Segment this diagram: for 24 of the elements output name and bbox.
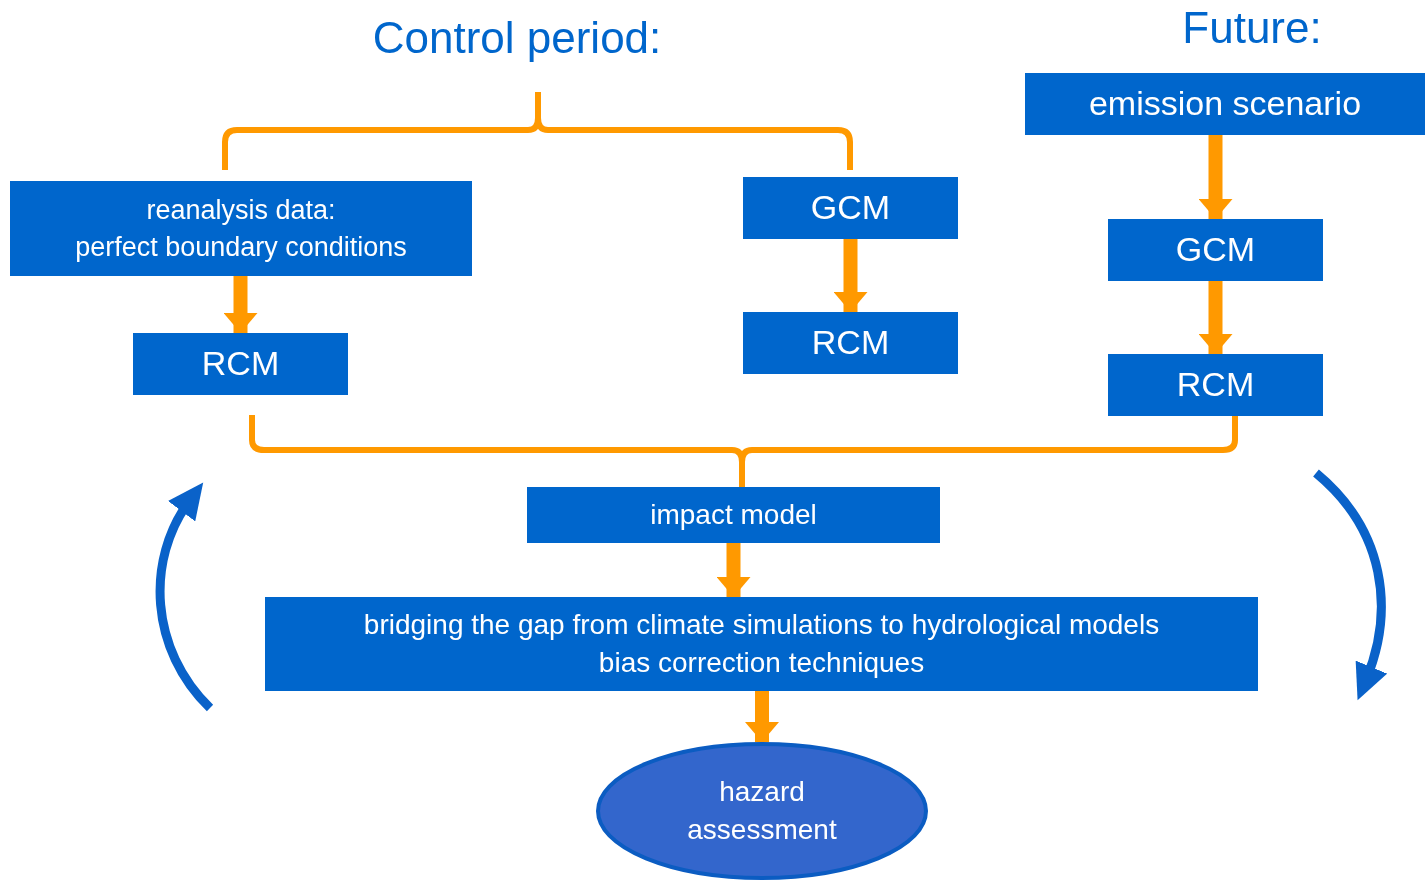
- node-text: perfect boundary conditions: [75, 230, 407, 264]
- process-box: [1025, 73, 1425, 135]
- process-box: [743, 177, 958, 239]
- node-text: GCM: [810, 187, 891, 229]
- node-text: bridging the gap from climate simulations to hydrological models: [363, 608, 1160, 643]
- node-text: RCM: [201, 343, 280, 385]
- node-text: impact model: [650, 498, 817, 533]
- heading: Future:: [1182, 6, 1322, 50]
- process-box: [265, 597, 1258, 691]
- heading: Control period:: [372, 16, 662, 60]
- process-box: [1108, 219, 1323, 281]
- node-text: bias correction techniques: [598, 646, 925, 680]
- process-box: [133, 333, 348, 395]
- process-box: [10, 181, 472, 276]
- process-box: [743, 312, 958, 374]
- node-text: RCM: [1176, 364, 1255, 406]
- node-text: GCM: [1175, 229, 1256, 271]
- ellipse-node: [596, 742, 928, 880]
- node-text: reanalysis data:: [146, 194, 336, 228]
- node-text: hazard assessment: [686, 775, 838, 847]
- process-box: [527, 487, 940, 543]
- node-text: emission scenario: [1088, 83, 1362, 125]
- node-text: RCM: [811, 322, 890, 364]
- process-box: [1108, 354, 1323, 416]
